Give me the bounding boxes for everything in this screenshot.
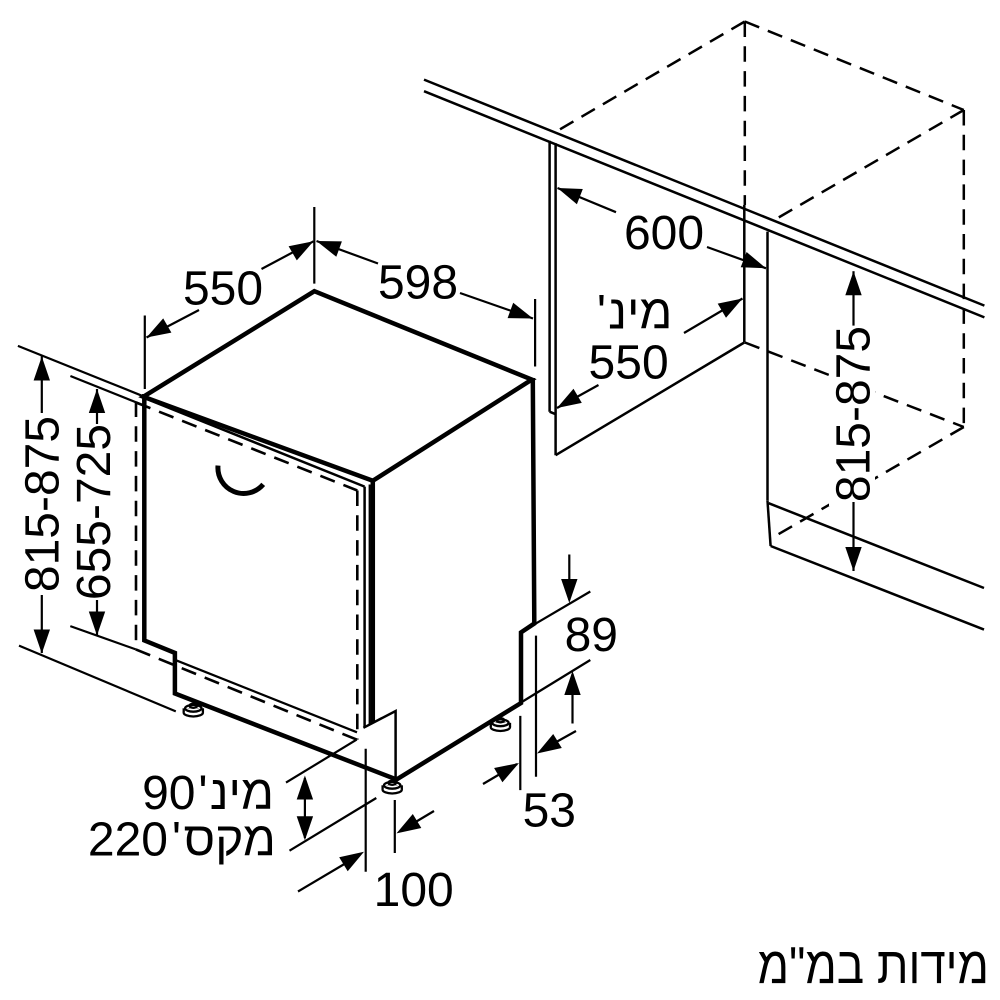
svg-text:815-875: 815-875 (17, 416, 70, 592)
svg-text:53: 53 (523, 785, 576, 838)
svg-text:מידות במ"מ: מידות במ"מ (758, 937, 989, 994)
svg-text:מקס: מקס (184, 814, 276, 867)
svg-text:': ' (198, 767, 207, 820)
svg-text:550: 550 (589, 337, 669, 390)
svg-text:100: 100 (374, 864, 454, 917)
svg-text:מינ: מינ (608, 287, 672, 340)
svg-text:': ' (172, 814, 181, 867)
svg-text:89: 89 (565, 609, 618, 662)
svg-text:90: 90 (142, 767, 195, 820)
svg-text:220: 220 (88, 814, 168, 867)
svg-text:': ' (597, 287, 606, 340)
svg-text:598: 598 (378, 257, 458, 310)
svg-text:815-875: 815-875 (828, 326, 881, 502)
svg-text:600: 600 (624, 207, 704, 260)
svg-text:655-725: 655-725 (68, 424, 121, 600)
svg-text:מינ: מינ (210, 767, 274, 820)
svg-text:550: 550 (183, 263, 263, 316)
